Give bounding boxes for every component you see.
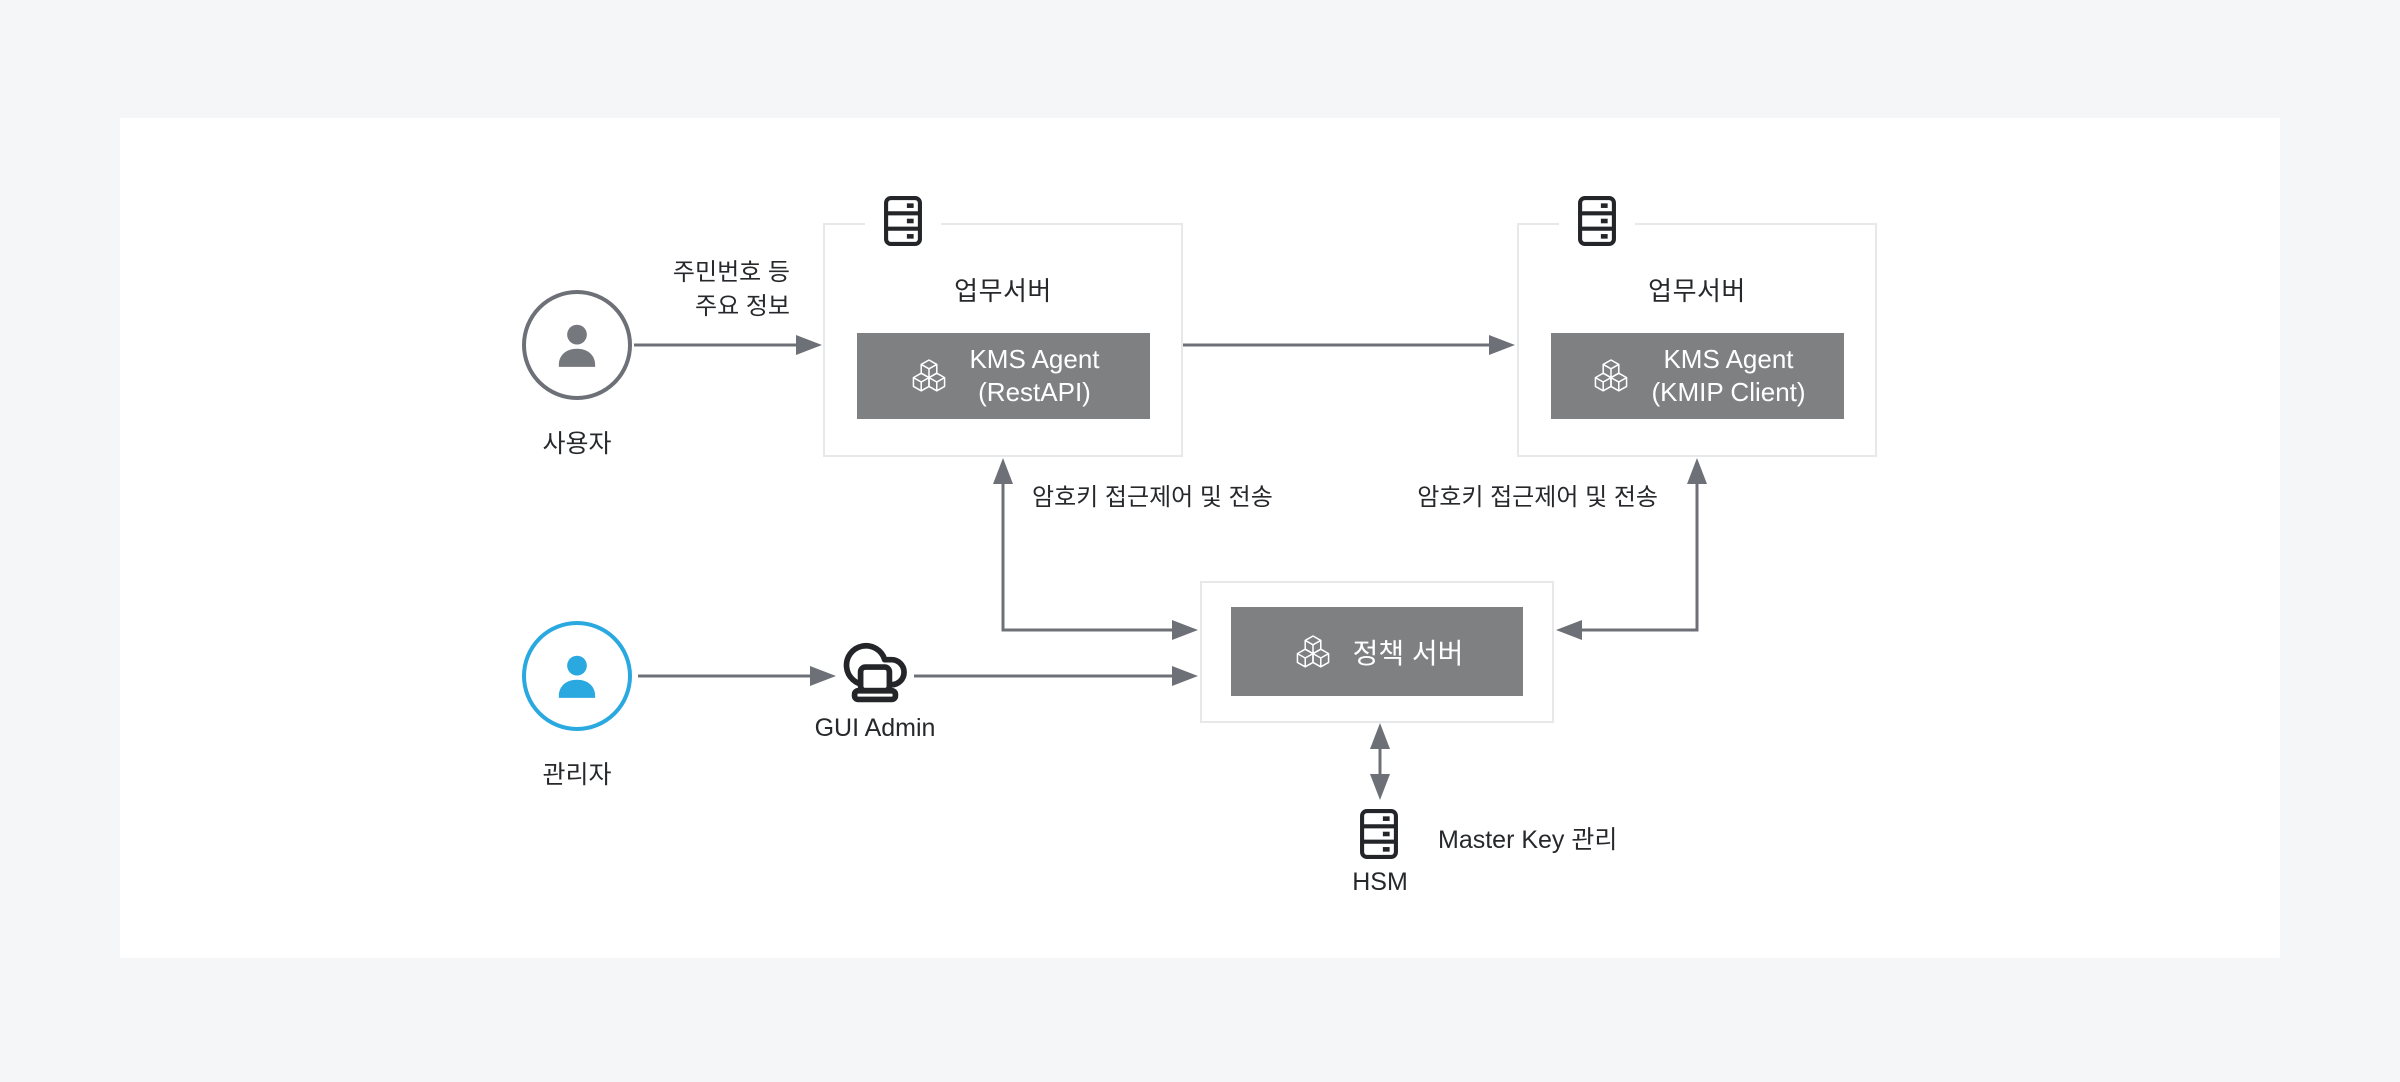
cubes-icon	[913, 359, 946, 392]
business-server-2-title: 업무서버	[1648, 276, 1746, 306]
server-icon	[1578, 195, 1616, 247]
gui-admin-label: GUI Admin	[814, 714, 936, 742]
kms-agent-kmip-line2: (KMIP Client)	[1651, 377, 1806, 407]
kms-agent-kmip-box: KMS Agent (KMIP Client)	[1551, 333, 1844, 419]
kms-agent-restapi-box: KMS Agent (RestAPI)	[857, 333, 1150, 419]
policy-server-label: 정책 서버	[1352, 637, 1464, 669]
kms-agent-kmip-line1: KMS Agent	[1663, 344, 1794, 374]
user-avatar	[522, 290, 632, 400]
cloud-laptop-icon	[843, 642, 907, 703]
policy-server-box: 정책 서버	[1231, 607, 1523, 696]
user-data-label-line2: 주요 정보	[695, 293, 790, 320]
business-server-1-title: 업무서버	[954, 276, 1052, 306]
hsm-server-icon	[1360, 808, 1398, 860]
key-control-label-right: 암호키 접근제어 및 전송	[1417, 484, 1658, 511]
kms-agent-restapi-line1: KMS Agent	[969, 344, 1100, 374]
user-data-label: 주민번호 등 주요 정보	[560, 256, 790, 324]
kms-agent-restapi-line2: (RestAPI)	[978, 377, 1091, 407]
server-icon-patch-2	[1559, 188, 1635, 254]
diagram-card	[120, 118, 2280, 958]
admin-icon	[558, 655, 596, 698]
hsm-node	[1350, 805, 1410, 865]
user-icon	[558, 324, 596, 367]
key-control-label-left: 암호키 접근제어 및 전송	[1032, 484, 1273, 511]
master-key-note: Master Key 관리	[1438, 826, 1618, 854]
server-icon	[884, 195, 922, 247]
hsm-label: HSM	[1352, 868, 1408, 896]
admin-avatar	[522, 621, 632, 731]
admin-label: 관리자	[542, 761, 612, 789]
cubes-icon	[1595, 359, 1628, 392]
gui-admin-node	[839, 630, 911, 708]
user-data-label-line1: 주민번호 등	[672, 259, 790, 286]
cubes-icon	[1296, 634, 1329, 668]
server-icon-patch-1	[865, 188, 941, 254]
user-label: 사용자	[542, 430, 612, 458]
